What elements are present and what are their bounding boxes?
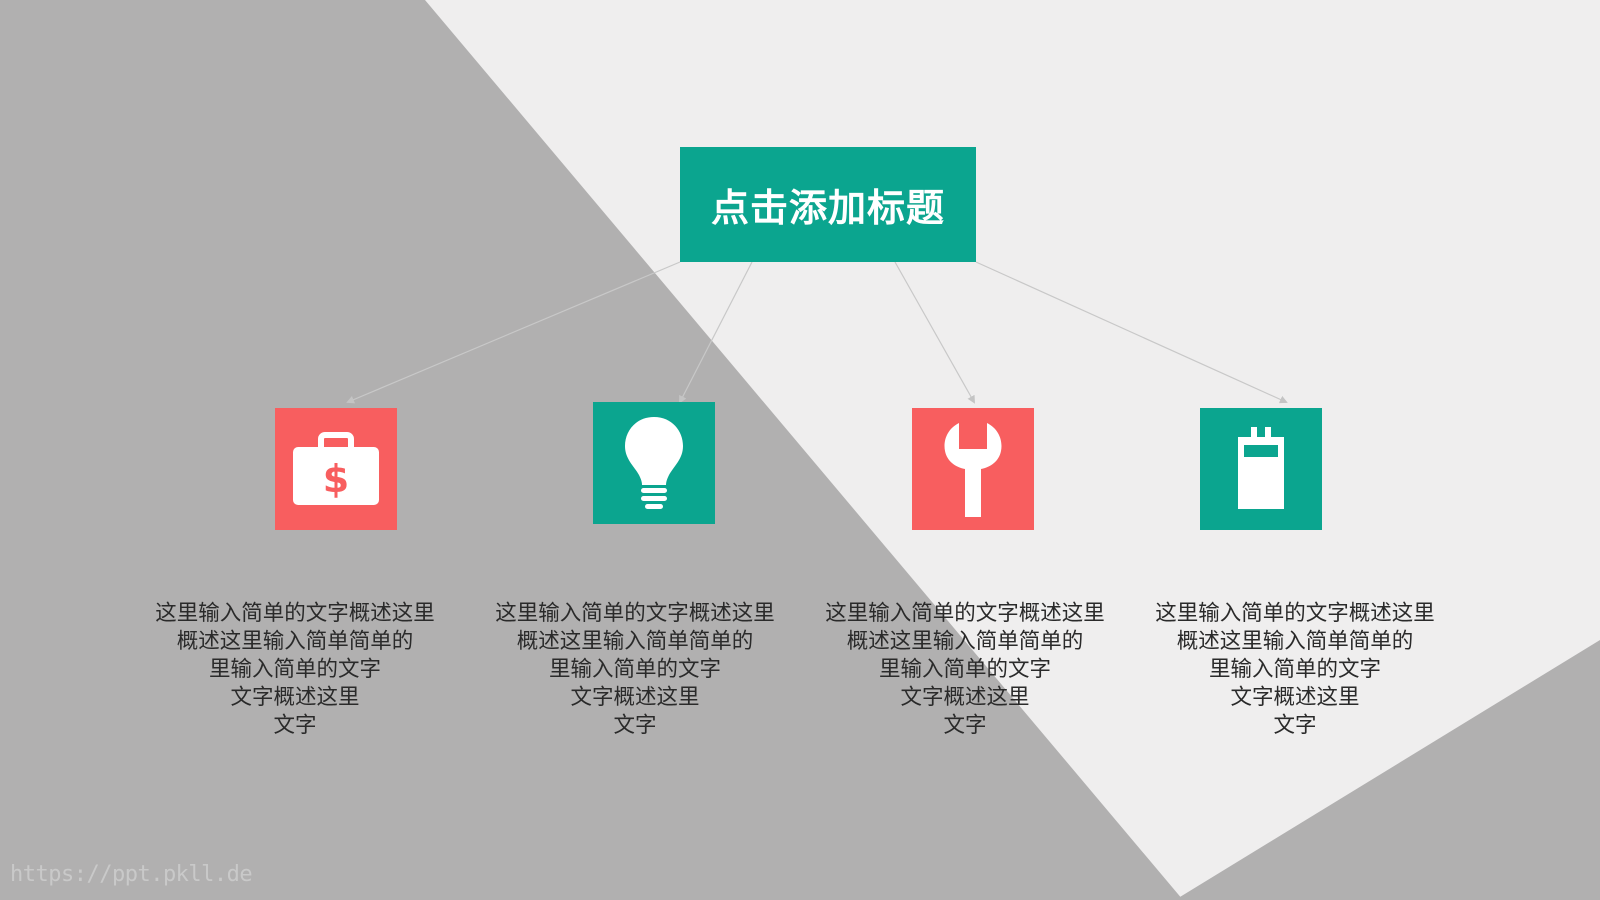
- briefcase-dollar-icon: $: [293, 432, 379, 505]
- description-line: 概述这里输入简单简单的: [846, 629, 1084, 654]
- tile-wrench[interactable]: [912, 408, 1034, 530]
- description-line: 里输入简单的文字: [1208, 657, 1381, 682]
- description-line: 文字概述这里: [900, 685, 1030, 710]
- tile-briefcase[interactable]: $: [275, 408, 397, 530]
- description-line: 概述这里输入简单简单的: [516, 629, 754, 654]
- description-line: 文字: [943, 713, 987, 738]
- description-line: 这里输入简单的文字概述这里: [495, 601, 775, 626]
- description-line: 文字概述这里: [1230, 685, 1360, 710]
- gray-corner-shape: [1175, 640, 1600, 900]
- page-title: 点击添加标题: [710, 186, 945, 230]
- description-line: 这里输入简单的文字概述这里: [1155, 601, 1435, 626]
- description-1: 这里输入简单的文字概述这里 概述这里输入简单简单的 里输入简单的文字 文字概述这…: [130, 600, 460, 740]
- connector-line-4: [975, 261, 1288, 404]
- description-line: 里输入简单的文字: [878, 657, 1051, 682]
- description-line: 里输入简单的文字: [548, 657, 721, 682]
- description-line: 文字: [1273, 713, 1317, 738]
- description-line: 这里输入简单的文字概述这里: [825, 601, 1105, 626]
- description-4: 这里输入简单的文字概述这里 概述这里输入简单简单的 里输入简单的文字 文字概述这…: [1130, 600, 1460, 740]
- svg-text:$: $: [323, 457, 349, 501]
- tile-battery[interactable]: [1200, 408, 1322, 530]
- connector-line-3: [894, 261, 975, 404]
- tile-lightbulb[interactable]: [593, 402, 715, 524]
- connector-line-1: [346, 261, 681, 404]
- description-line: 概述这里输入简单简单的: [176, 629, 414, 654]
- title-box[interactable]: 点击添加标题: [680, 147, 976, 262]
- description-3: 这里输入简单的文字概述这里 概述这里输入简单简单的 里输入简单的文字 文字概述这…: [800, 600, 1130, 740]
- gray-diagonal-shape: [0, 0, 1183, 900]
- description-2: 这里输入简单的文字概述这里 概述这里输入简单简单的 里输入简单的文字 文字概述这…: [470, 600, 800, 740]
- watermark-text: https://ppt.pkll.de: [10, 862, 253, 887]
- description-line: 文字概述这里: [570, 685, 700, 710]
- description-line: 文字: [613, 713, 657, 738]
- connector-line-2: [679, 261, 753, 404]
- battery-icon: [1238, 427, 1284, 509]
- description-line: 这里输入简单的文字概述这里: [155, 601, 435, 626]
- description-line: 文字概述这里: [230, 685, 360, 710]
- description-line: 里输入简单的文字: [208, 657, 381, 682]
- wrench-icon: [944, 423, 1002, 517]
- description-line: 文字: [273, 713, 317, 738]
- lightbulb-icon: [625, 417, 683, 509]
- description-line: 概述这里输入简单简单的: [1176, 629, 1414, 654]
